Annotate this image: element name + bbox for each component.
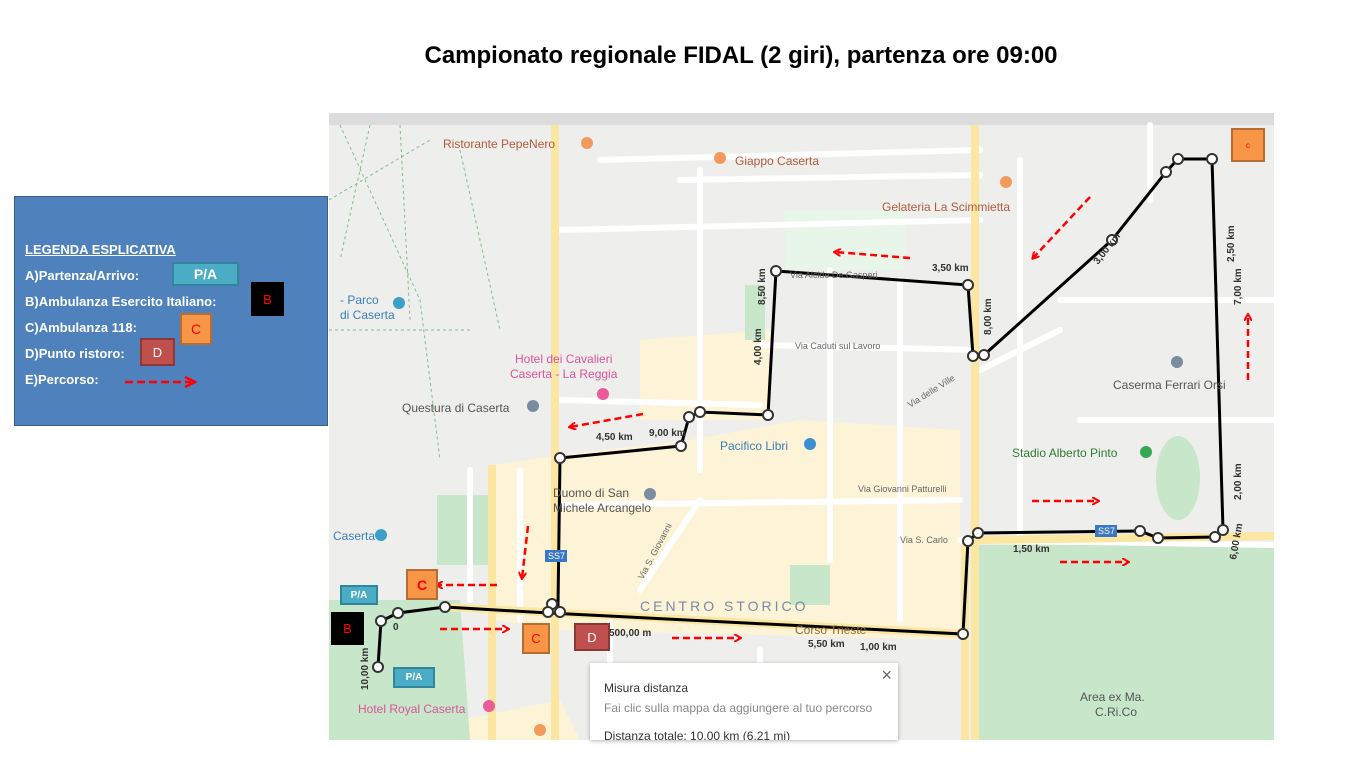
svg-text:SS7: SS7 — [1098, 526, 1115, 536]
legend-marker-d: D — [140, 338, 175, 366]
legend-route-arrow-icon — [125, 375, 198, 389]
svg-text:4,00 km: 4,00 km — [753, 328, 764, 365]
svg-text:2,00 km: 2,00 km — [1233, 463, 1244, 500]
place-parco: - Parco — [340, 293, 379, 307]
place-pin-icon — [375, 529, 387, 541]
ambulance-118-marker: C — [522, 623, 550, 654]
ambulance-118-marker: c — [1231, 128, 1265, 162]
svg-text:0: 0 — [393, 622, 399, 633]
legend-label-army-ambulance: B)Ambulanza Esercito Italiano: — [25, 294, 217, 309]
map-place-labels: Ristorante PepeNero Giappo Caserta Gelat… — [333, 137, 1226, 736]
place-parco-2: di Caserta — [340, 308, 395, 322]
svg-text:9,00 km: 9,00 km — [649, 428, 686, 439]
start-finish-marker: P/A — [340, 585, 378, 605]
place-hotel-cavalieri: Hotel dei Cavalieri — [515, 352, 612, 366]
shop-pin-icon — [804, 438, 816, 450]
place-area: Area ex Ma. — [1080, 690, 1145, 704]
place-hotel-royal: Hotel Royal Caserta — [358, 702, 466, 716]
place-pin-icon — [1171, 356, 1183, 368]
army-ambulance-marker: B — [331, 612, 364, 645]
slide-title: Campionato regionale FIDAL (2 giri), par… — [424, 42, 1058, 69]
svg-text:Via S. Carlo: Via S. Carlo — [900, 535, 948, 545]
place-hotel-cavalieri-2: Caserta - La Reggia — [510, 367, 618, 381]
restaurant-pin-icon — [534, 724, 546, 736]
legend-marker-c: C — [180, 313, 212, 345]
route-direction-arrows — [437, 196, 1248, 638]
refreshment-point-marker: D — [574, 623, 610, 651]
restaurant-pin-icon — [1000, 176, 1012, 188]
legend-marker-pa: P/A — [172, 262, 239, 286]
restaurant-pin-icon — [714, 152, 726, 164]
svg-text:2,50 km: 2,50 km — [1226, 225, 1237, 262]
svg-text:5,50 km: 5,50 km — [808, 639, 845, 650]
place-stadio: Stadio Alberto Pinto — [1012, 446, 1118, 460]
place-gelateria: Gelateria La Scimmietta — [882, 200, 1010, 214]
legend-label-start: A)Partenza/Arrivo: — [25, 268, 140, 283]
police-pin-icon — [527, 400, 539, 412]
svg-text:SS7: SS7 — [548, 551, 565, 561]
svg-text:8,50 km: 8,50 km — [757, 268, 768, 305]
measure-distance-panel: Misura distanza Fai clic sulla mappa da … — [590, 663, 898, 740]
legend-label-refreshment: D)Punto ristoro: — [25, 346, 125, 361]
place-centro-storico: CENTRO STORICO — [640, 598, 809, 614]
svg-text:8,00 km: 8,00 km — [983, 298, 994, 335]
legend-marker-d-text: D — [152, 344, 163, 360]
legend-heading: LEGENDA ESPLICATIVA — [25, 242, 176, 257]
place-duomo-2: Michele Arcangelo — [553, 501, 651, 515]
map-top-bar — [329, 113, 1274, 125]
svg-text:7,00 km: 7,00 km — [1233, 268, 1244, 305]
measure-title: Misura distanza — [604, 681, 689, 695]
restaurant-pin-icon — [581, 137, 593, 149]
place-questura: Questura di Caserta — [402, 401, 510, 415]
route-nodes — [372, 153, 1229, 673]
hotel-pin-icon — [483, 700, 495, 712]
park-pin-icon — [393, 297, 405, 309]
svg-text:1,00 km: 1,00 km — [860, 642, 897, 653]
place-caserta: Caserta — [333, 529, 375, 543]
hotel-pin-icon — [597, 388, 609, 400]
stadium-pin-icon — [1140, 446, 1152, 458]
close-icon[interactable]: × — [881, 665, 892, 685]
svg-text:Via Giovanni Patturelli: Via Giovanni Patturelli — [858, 484, 946, 494]
svg-text:Via Alcide De Gasperi: Via Alcide De Gasperi — [790, 270, 877, 280]
svg-text:10,00 km: 10,00 km — [360, 648, 371, 690]
svg-text:4,50 km: 4,50 km — [596, 432, 633, 443]
legend-label-route: E)Percorso: — [25, 372, 99, 387]
place-area-2: C.Ri.Co — [1095, 705, 1137, 719]
svg-text:1,50 km: 1,50 km — [1013, 544, 1050, 555]
place-pacifico: Pacifico Libri — [720, 439, 788, 453]
start-finish-marker: P/A — [393, 667, 435, 688]
place-caserma: Caserma Ferrari Orsi — [1113, 378, 1226, 392]
svg-text:3,50 km: 3,50 km — [932, 263, 969, 274]
ambulance-118-marker: C — [406, 569, 438, 600]
legend-marker-b: B — [251, 282, 284, 316]
svg-text:500,00 m: 500,00 m — [609, 628, 651, 639]
measure-hint: Fai clic sulla mappa da aggiungere al tu… — [604, 701, 873, 715]
svg-text:Via Caduti sul Lavoro: Via Caduti sul Lavoro — [795, 341, 880, 351]
church-pin-icon — [644, 488, 656, 500]
place-corso-trieste: Corso Trieste — [795, 623, 867, 637]
measure-total-distance: Distanza totale: 10,00 km (6,21 mi) — [604, 729, 791, 740]
legend-label-118-ambulance: C)Ambulanza 118: — [25, 320, 137, 335]
place-giappo: Giappo Caserta — [735, 154, 819, 168]
legend-panel: LEGENDA ESPLICATIVA A)Partenza/Arrivo: P… — [14, 196, 328, 426]
place-pepenero: Ristorante PepeNero — [443, 137, 555, 151]
place-duomo: Duomo di San — [553, 486, 629, 500]
